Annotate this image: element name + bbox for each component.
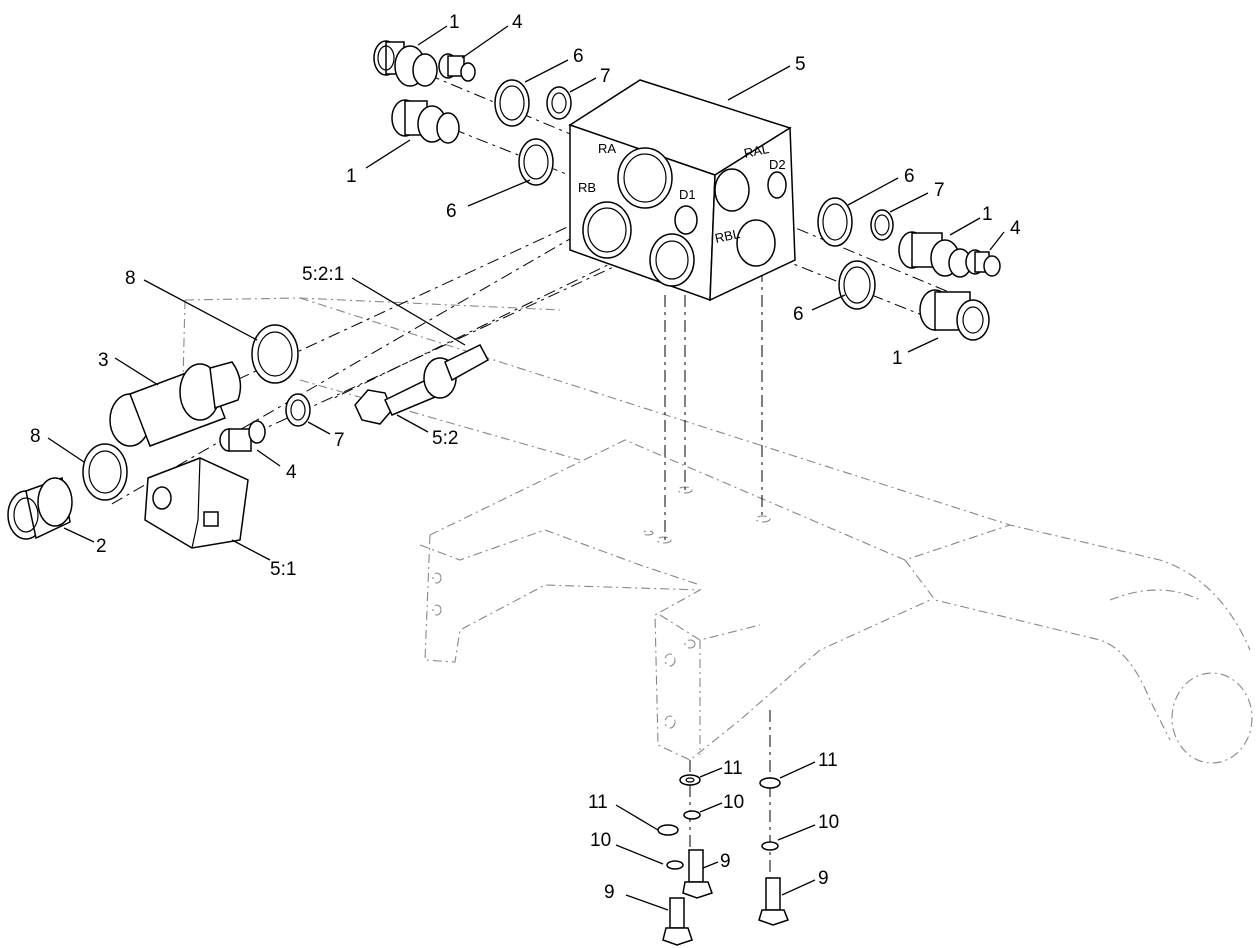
port-label-ral: RAL [743, 141, 771, 161]
fitting-1-upper-left [373, 40, 438, 87]
callout-9-middle: 9 [720, 851, 731, 872]
washer-11-left [657, 824, 679, 836]
seal-7-right [870, 209, 894, 241]
callout-9-left: 9 [604, 882, 615, 903]
callout-10-left: 10 [590, 830, 611, 851]
port-rb-hole [582, 201, 632, 259]
callout-5-2: 5:2 [432, 428, 458, 449]
callout-5-1: 5:1 [270, 559, 296, 580]
port-rbl-hole [736, 219, 776, 267]
port-label-ra: RA [598, 141, 616, 156]
fitting-2 [7, 476, 73, 540]
lockwasher-10-left [666, 860, 684, 870]
port-label-rbl: RBL [714, 226, 742, 246]
valve-cartridge-3 [109, 361, 242, 447]
callout-1-top: 1 [449, 12, 460, 33]
seal-6-lower-right [838, 260, 876, 310]
callout-11-right: 11 [818, 750, 838, 771]
seal-6-upper [494, 79, 530, 127]
callout-3: 3 [98, 350, 109, 371]
callout-2: 2 [96, 536, 107, 557]
seal-6-mid [518, 138, 554, 186]
callout-7-left: 7 [334, 430, 345, 451]
callout-6-mid: 6 [446, 201, 457, 222]
callout-1-mid-left: 1 [346, 166, 357, 187]
port-bottom-hole [649, 233, 695, 287]
seal-6-right [817, 197, 853, 247]
seal-8-upper [251, 324, 299, 384]
fitting-4-right [965, 249, 1001, 277]
port-ra-hole [617, 147, 673, 209]
callout-10-top: 10 [723, 792, 744, 813]
callout-7-top: 7 [600, 66, 611, 87]
fitting-1-lower-right [919, 289, 990, 341]
callout-10-right: 10 [818, 812, 839, 833]
callout-9-right: 9 [818, 868, 829, 889]
fitting-1-right [898, 231, 972, 278]
callout-1-lower-right: 1 [892, 348, 903, 369]
bolt-9-right [758, 877, 789, 926]
callout-11-top: 11 [723, 758, 743, 779]
seal-7-left [285, 393, 311, 427]
washer-11-upper [679, 774, 701, 786]
port-d2-hole [767, 171, 787, 199]
callout-5: 5 [795, 54, 806, 75]
washer-11-right [759, 777, 781, 789]
bolt-9-middle [682, 849, 713, 899]
callout-4-top: 4 [512, 12, 523, 33]
port-label-d2: D2 [769, 157, 786, 172]
callout-7-right: 7 [934, 180, 945, 201]
lockwasher-10-right [761, 841, 779, 851]
port-label-d1: D1 [679, 187, 696, 202]
fitting-1-mid-left [391, 99, 460, 144]
solenoid-stem-5-2 [354, 344, 490, 425]
mounting-bracket-phantom [181, 297, 1253, 764]
port-label-rb: RB [578, 180, 596, 195]
callout-4-right: 4 [1010, 218, 1021, 239]
callout-8-upper: 8 [125, 268, 136, 289]
fitting-4-left [219, 420, 266, 452]
seal-7-upper [546, 86, 572, 120]
callout-11-left: 11 [588, 792, 608, 813]
port-ral-hole [714, 168, 750, 212]
assembly-center-lines [109, 64, 981, 880]
callout-6-right: 6 [904, 166, 915, 187]
callout-4-left: 4 [286, 462, 297, 483]
callout-6-top: 6 [573, 46, 584, 67]
manifold-block: RA RB D1 RAL D2 RBL [568, 79, 796, 302]
callout-labels: 1 4 6 7 5 1 6 6 7 1 4 6 1 8 5:2:1 3 8 7 … [30, 12, 1021, 903]
port-d1-hole [674, 205, 698, 235]
callout-8-lower: 8 [30, 426, 41, 447]
leader-lines [47, 25, 1005, 911]
bolt-9-left [662, 897, 693, 946]
callout-1-right: 1 [982, 204, 993, 225]
callout-6-lower-right: 6 [793, 304, 804, 325]
callout-5-2-1: 5:2:1 [302, 264, 344, 285]
lockwasher-10-upper [683, 810, 701, 820]
solenoid-coil-5-1 [144, 457, 249, 549]
fitting-4-upper [438, 53, 476, 82]
seal-8-lower [82, 443, 128, 501]
